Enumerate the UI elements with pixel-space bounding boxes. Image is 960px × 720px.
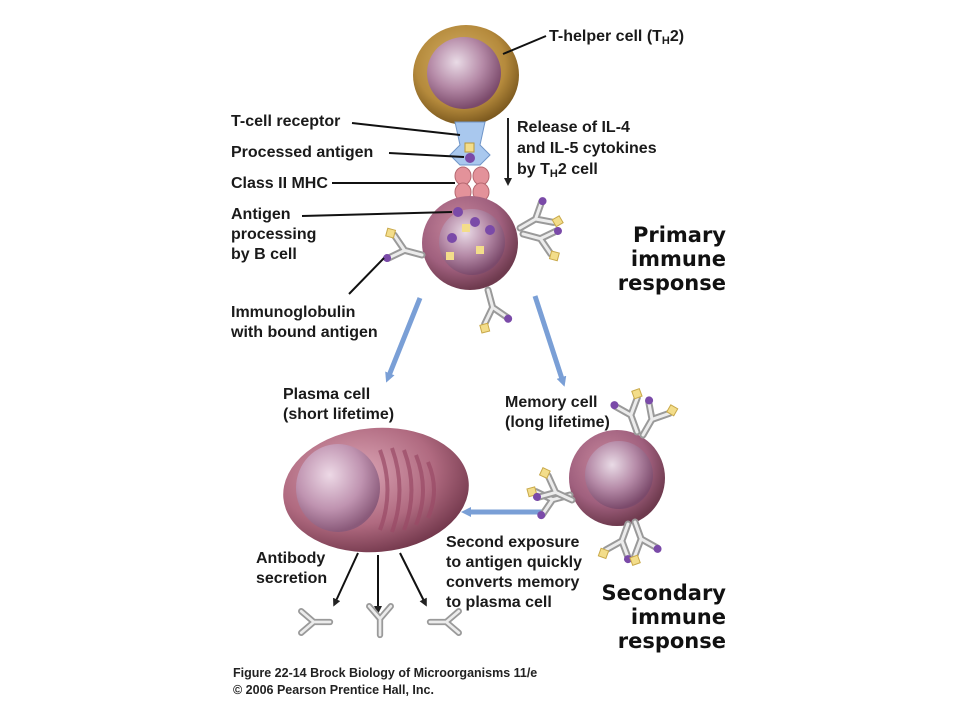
antigen-processing-label-2: processing	[231, 226, 317, 243]
secreted-antibodies	[301, 606, 459, 635]
release-label-3: by TH2 cell	[517, 161, 598, 180]
arrow-to-memory-cell	[532, 295, 567, 387]
plasma-cell-label-1: Plasma cell	[283, 386, 371, 403]
processed-antigen	[464, 142, 475, 163]
secondary-heading-line-1: Secondary	[601, 581, 726, 605]
antigen-processing-label-1: Antigen	[231, 206, 291, 223]
class-ii-mhc-label: Class II MHC	[231, 175, 328, 192]
second-exposure-label-2: to antigen quickly	[446, 554, 583, 571]
immunoglobulin-label-2: with bound antigen	[231, 324, 378, 341]
release-label-2: and IL-5 cytokines	[517, 140, 657, 157]
plasma-cell-label-2: (short lifetime)	[283, 406, 395, 423]
memory-cell-label-2: (long lifetime)	[505, 414, 610, 431]
memory-cell-label-1: Memory cell	[505, 394, 598, 411]
primary-immune-response-heading: Primary immune response	[600, 223, 726, 295]
secretion-arrows	[333, 552, 427, 614]
class-ii-mhc	[454, 166, 490, 202]
second-exposure-label-3: converts memory	[446, 574, 580, 591]
b-cell	[422, 196, 518, 290]
secondary-heading-line-2: immune	[630, 605, 726, 629]
t-helper-label: T-helper cell (TH2)	[549, 28, 685, 47]
processed-antigen-label: Processed antigen	[231, 144, 374, 161]
second-exposure-label-4: to plasma cell	[446, 594, 552, 611]
figure-caption-line-1: Figure 22-14 Brock Biology of Microorgan…	[233, 666, 538, 680]
primary-heading-line-2: immune	[630, 247, 726, 271]
second-exposure-label-1: Second exposure	[446, 534, 580, 551]
immunoglobulin-label-1: Immunoglobulin	[231, 304, 356, 321]
t-helper-cell	[413, 25, 519, 125]
antigen-processing-label-3: by B cell	[231, 246, 297, 263]
leader-lines	[301, 35, 547, 295]
primary-heading-line-1: Primary	[632, 223, 726, 247]
antibody-secretion-label-2: secretion	[256, 570, 328, 587]
release-label-1: Release of IL-4	[517, 119, 630, 136]
primary-heading-line-3: response	[617, 271, 726, 295]
secondary-heading-line-3: response	[617, 629, 726, 653]
secondary-immune-response-heading: Secondary immune response	[590, 581, 726, 653]
antibody-secretion-label-1: Antibody	[256, 550, 326, 567]
t-cell-receptor-label: T-cell receptor	[231, 113, 341, 130]
figure-caption-line-2: © 2006 Pearson Prentice Hall, Inc.	[233, 683, 434, 697]
memory-cell	[569, 430, 665, 526]
arrow-to-plasma-cell	[385, 297, 423, 383]
plasma-cell	[283, 427, 469, 553]
